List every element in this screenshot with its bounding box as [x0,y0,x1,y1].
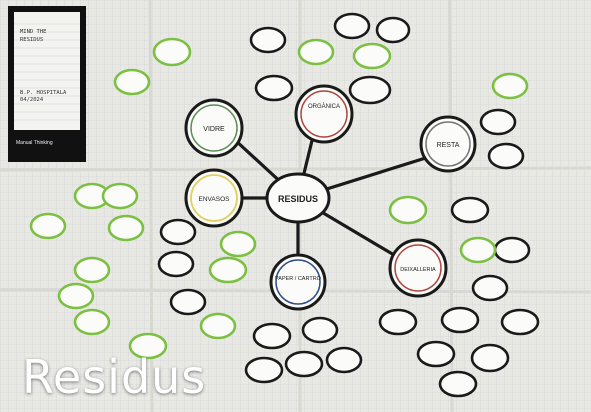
notebook-footer: Manual Thinking [16,140,53,146]
hub-resta: RESTA [419,115,477,173]
fold-line [0,166,591,172]
hub-label: VIDRE [203,126,225,133]
notebook-line-3: B.P. HOSPITALA [20,90,67,96]
hub-envasos: ENVASOS [184,168,244,228]
notebook-line-2: RESIDUS [20,37,43,43]
black-notes [157,12,540,398]
fold-line [448,0,454,412]
hub-label: ORGÀNICA [308,103,340,110]
hub-label: ENVASOS [199,196,231,203]
hub-label: DEIXALLERIA [400,267,436,273]
hub-vidre: VIDRE [184,98,244,158]
hub-paper: PAPER / CARTRÓ [269,253,327,311]
center-label: RESIDUS [278,194,318,204]
hub-organica: ORGÀNICA [294,84,354,144]
caption-residus: Residus [22,350,207,404]
notebook-line-4: 04/2024 [20,97,44,103]
notebook-line-1: MIND THE [20,29,47,35]
green-notes [29,37,529,360]
hub-deixalleria: DEIXALLERIA [388,238,448,298]
hub-center: RESIDUS [265,172,331,224]
notebook: MIND THE RESIDUS B.P. HOSPITALA 04/2024 … [8,6,86,162]
hub-label: RESTA [437,142,460,149]
hub-label: PAPER / CARTRÓ [275,275,322,282]
